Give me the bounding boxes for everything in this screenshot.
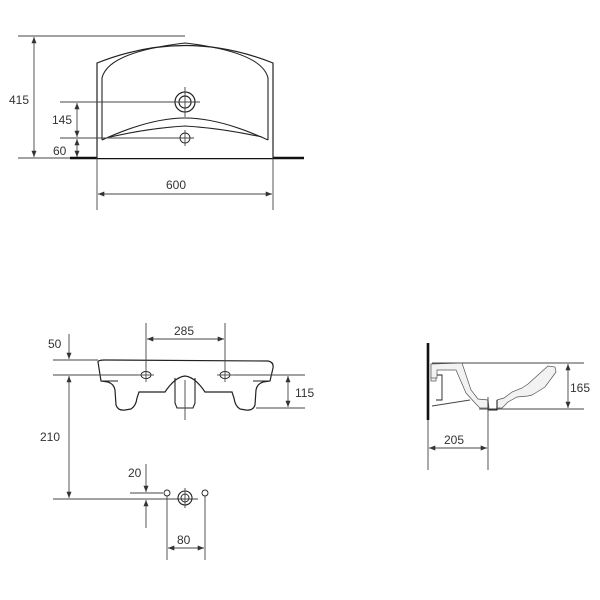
dim-basin-depth: 115 [295,386,314,400]
mount-hole-left-icon [163,489,171,497]
dim-rim-offset: 50 [48,337,62,351]
dim-drain-distance-from-wall: 205 [444,433,464,447]
dim-width: 600 [166,178,186,192]
dim-drain-height: 210 [40,430,60,444]
basin-section-front [496,365,557,409]
dim-fixing-hole-spacing: 285 [174,324,194,338]
basin-front-edge [101,117,269,141]
front-view: 415 145 60 600 [9,35,304,210]
dim-tap-hole-height: 145 [52,113,72,127]
basin-body-outline [97,359,274,411]
side-view: 165 205 [426,343,590,470]
basin-front-edge-inner [109,125,263,138]
dim-drain-hole-spacing: 80 [177,533,191,547]
basin-section-back [430,362,490,409]
dim-overflow-height: 60 [53,144,67,158]
top-view: 285 50 115 210 20 80 [40,323,314,560]
dim-side-height: 165 [570,381,590,395]
dim-total-height: 415 [9,93,29,107]
mount-hole-right-icon [201,489,209,497]
basin-inner-outline [101,42,269,140]
drain-section [487,400,498,411]
dim-drain-offset: 20 [128,466,142,480]
